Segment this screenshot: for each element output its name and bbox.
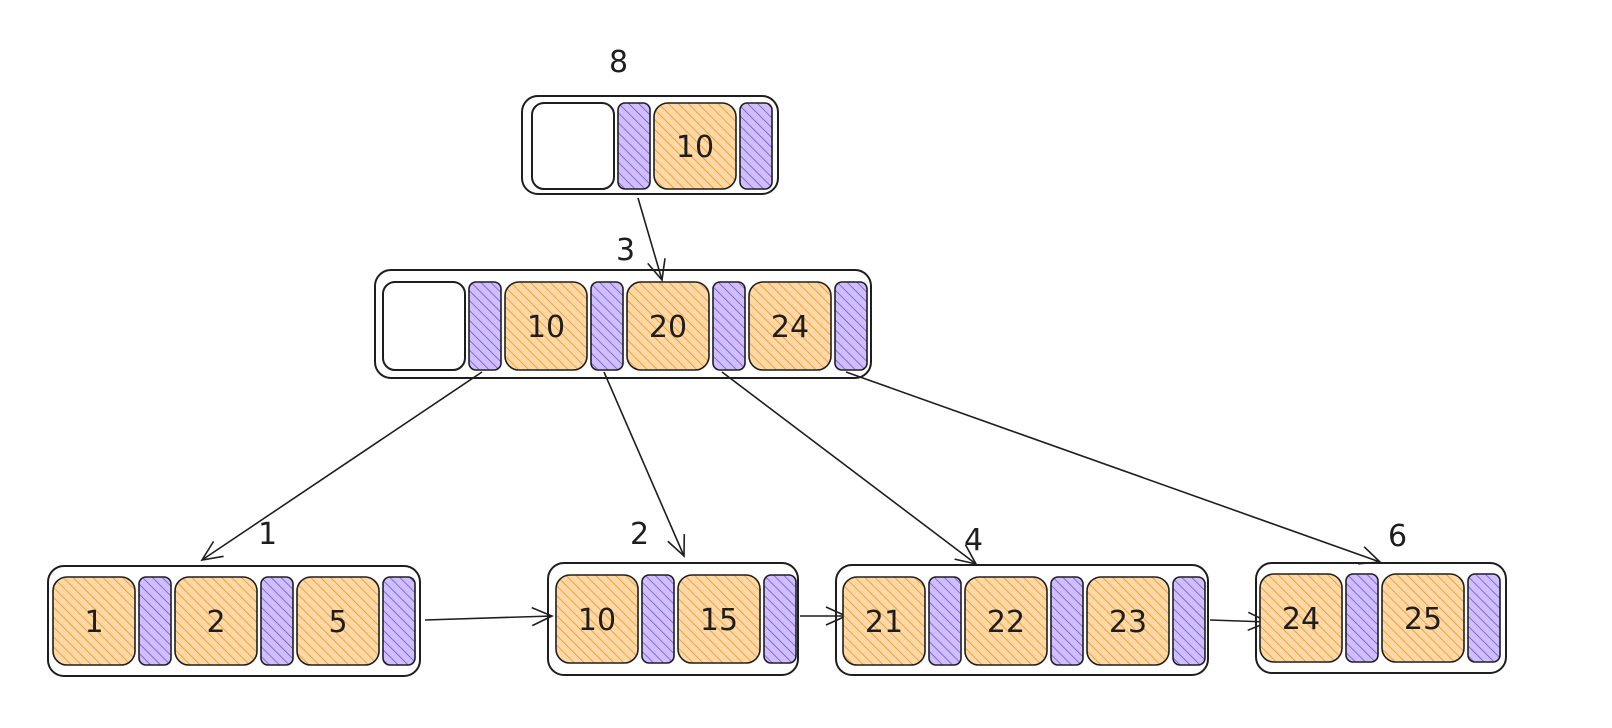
key-slot — [1086, 576, 1170, 666]
key-value: 23 — [1109, 605, 1147, 640]
pointer-slot — [1467, 573, 1501, 663]
page-label-leaf-2: 2 — [630, 517, 650, 552]
edges-layer — [200, 197, 1382, 632]
pointer-slot — [1345, 573, 1379, 663]
pointer-slot — [1172, 576, 1206, 666]
key-slot — [677, 574, 761, 664]
empty-pointer-slot — [382, 281, 466, 371]
pointer-slot — [739, 102, 773, 190]
pointer-slot — [138, 576, 172, 666]
pointer-slot — [382, 576, 416, 666]
pointer-slot — [590, 281, 624, 371]
pointer-slot — [617, 102, 651, 190]
pointer-slot — [834, 281, 868, 371]
key-slot — [653, 102, 737, 190]
key-slot — [1381, 573, 1465, 663]
node-frame — [47, 565, 421, 677]
pointer-slot — [928, 576, 962, 666]
key-value: 25 — [1404, 602, 1442, 637]
btree-node-leaf-2: 10 15 — [547, 562, 799, 676]
key-slot — [626, 281, 710, 371]
key-value: 10 — [676, 130, 714, 165]
key-slot — [504, 281, 588, 371]
key-slot — [555, 574, 639, 664]
key-value: 2 — [206, 605, 225, 640]
pointer-slot — [468, 281, 502, 371]
page-label-leaf-4: 4 — [964, 523, 984, 558]
edge-leaf-4-to-leaf-6 — [1209, 611, 1270, 632]
edge-internal-to-leaf-1 — [200, 371, 483, 562]
empty-pointer-slot — [531, 102, 615, 190]
page-label-root: 8 — [609, 45, 629, 80]
pointer-slot — [641, 574, 675, 664]
key-value: 24 — [771, 310, 809, 345]
key-slot — [296, 576, 380, 666]
key-slot — [1259, 573, 1343, 663]
page-label-leaf-1: 1 — [258, 517, 278, 552]
edge-leaf-1-to-leaf-2 — [424, 606, 554, 627]
edge-internal-to-leaf-6 — [845, 371, 1382, 565]
btree-node-internal: 10 20 24 — [374, 269, 872, 379]
key-value: 21 — [865, 605, 903, 640]
key-slot — [174, 576, 258, 666]
key-slot — [964, 576, 1048, 666]
btree-node-leaf-1: 1 2 5 — [47, 565, 421, 677]
key-value: 10 — [527, 310, 565, 345]
key-slot — [52, 576, 136, 666]
btree-node-root: 10 — [521, 95, 779, 195]
btree-node-leaf-6: 24 25 — [1255, 562, 1507, 674]
key-value: 22 — [987, 605, 1025, 640]
edge-internal-to-leaf-2 — [603, 371, 686, 558]
node-frame — [547, 562, 799, 676]
pointer-slot — [1050, 576, 1084, 666]
pointer-slot — [763, 574, 797, 664]
edge-internal-to-leaf-4 — [721, 371, 978, 566]
edge-root-to-internal — [637, 197, 666, 282]
pointer-slot — [260, 576, 294, 666]
key-value: 15 — [700, 603, 738, 638]
key-slot — [842, 576, 926, 666]
node-frame — [1255, 562, 1507, 674]
btree-node-leaf-4: 21 22 23 — [835, 564, 1209, 676]
key-slot — [748, 281, 832, 371]
key-value: 10 — [578, 603, 616, 638]
page-label-leaf-6: 6 — [1388, 519, 1408, 554]
key-value: 20 — [649, 310, 687, 345]
key-value: 5 — [328, 605, 347, 640]
page-label-internal: 3 — [616, 233, 636, 268]
node-frame — [835, 564, 1209, 676]
pointer-slot — [712, 281, 746, 371]
node-frame — [521, 95, 779, 195]
key-value: 24 — [1282, 602, 1320, 637]
node-frame — [374, 269, 872, 379]
key-value: 1 — [84, 605, 103, 640]
